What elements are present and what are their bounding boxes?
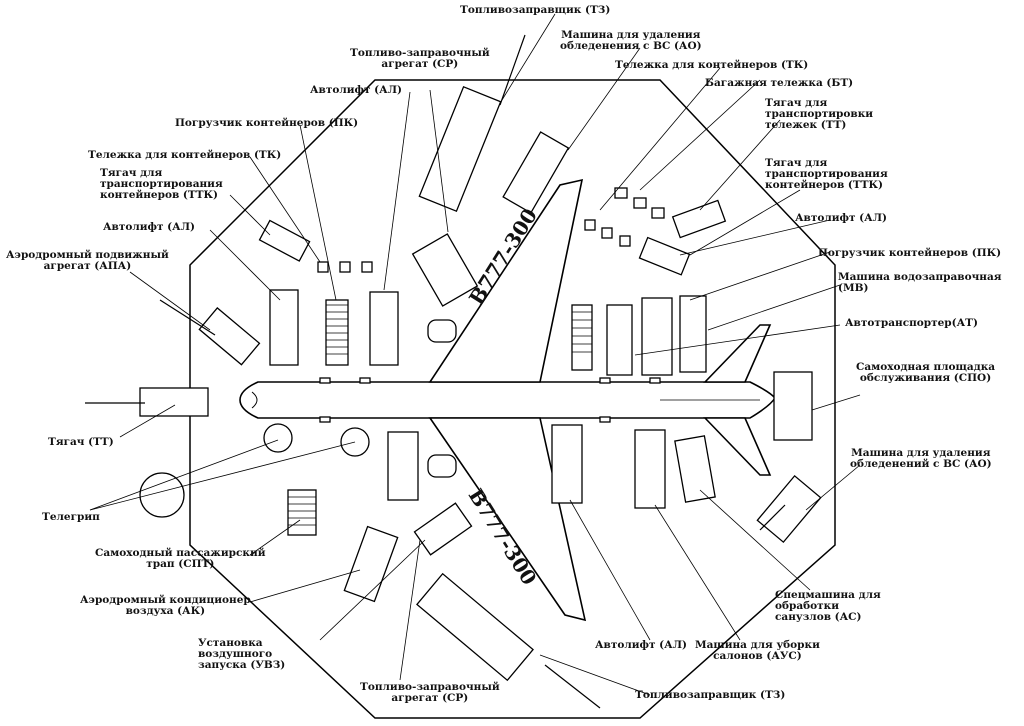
label-at: Автотранспортер(АТ) <box>845 317 978 329</box>
label-pk-top-left: Погрузчик контейнеров (ПК) <box>175 117 359 129</box>
aircraft-wing-top <box>428 178 584 383</box>
vehicle-ttk-left <box>258 219 311 262</box>
vehicle-al-left <box>269 289 299 366</box>
label-bt: Багажная тележка (БТ) <box>705 77 854 89</box>
label-telegrip: Телегрип <box>42 511 100 523</box>
label-mv: Машина водозаправочная (МВ) <box>838 271 1002 294</box>
vehicle-pk-left-rollers <box>326 304 348 355</box>
aircraft-wing-bottom <box>428 417 587 622</box>
aircraft-cockpit <box>251 391 258 409</box>
vehicle-apa <box>198 307 261 366</box>
vehicle-mv <box>679 295 707 373</box>
vehicle-ao-top <box>502 131 570 214</box>
vehicle-ttk-right <box>638 236 691 276</box>
label-tt-top-right: Тягач для транспортировки тележек (ТТ) <box>765 97 874 131</box>
vehicle-al-right <box>641 297 673 376</box>
aircraft-stabilizer-top <box>703 324 772 383</box>
vehicle-ouc <box>634 429 666 509</box>
telegrip-reel-3 <box>139 472 185 518</box>
label-sr-bottom: Топливо-заправочный агрегат (СР) <box>360 681 500 704</box>
vehicle-pk-right-rollers <box>572 311 592 353</box>
vehicle-tk-left-train <box>317 261 373 273</box>
label-uvz: Установка воздушного запуска (УВЗ) <box>198 637 286 671</box>
label-ttk-right: Тягач для транспортирования контейнеров … <box>765 157 888 191</box>
vehicle-tk-right-train <box>584 219 631 247</box>
engine-top <box>427 319 457 343</box>
label-spo: Самоходная площадка обслуживания (СПО) <box>856 361 996 384</box>
vehicle-spt <box>387 431 419 501</box>
label-as: Спецмашина для обработки санузлов (АС) <box>775 589 881 623</box>
label-sr-top: Топливо-заправочный агрегат (СР) <box>350 47 490 70</box>
arrow-lines <box>85 34 786 709</box>
vehicle-ao-right <box>756 474 822 544</box>
label-al-right: Автолифт (АЛ) <box>795 212 887 224</box>
vehicle-spo <box>773 371 813 441</box>
label-apa: Аэродромный подвижный агрегат (АПА) <box>6 249 169 272</box>
vehicle-bt-train <box>614 187 665 219</box>
vehicle-pk-left <box>325 299 349 366</box>
label-tk-left: Тележка для контейнеров (ТК) <box>88 149 282 161</box>
label-tz-bottom: Топливозаправщик (ТЗ) <box>635 689 786 701</box>
label-ao-right: Машина для удаления обледенений с ВС (АО… <box>850 447 992 470</box>
vehicle-at <box>606 304 633 376</box>
vehicle-sr-bottom-tz <box>416 572 534 682</box>
fuselage-doors <box>319 377 661 423</box>
vehicle-stairs-steps <box>288 496 316 526</box>
vehicle-stairs <box>287 489 317 536</box>
telegrip-reel-1 <box>263 423 293 453</box>
label-spt: Самоходный пассажирский трап (СПТ) <box>95 547 266 570</box>
label-tk-top-right: Тележка для контейнеров (ТК) <box>615 59 809 71</box>
vehicle-tz-top <box>418 85 502 213</box>
vehicle-uvz <box>413 502 473 556</box>
vehicle-ak <box>343 525 399 603</box>
vehicle-sr-top <box>411 233 479 307</box>
label-ouc: Машина для уборки салонов (АУС) <box>695 639 820 662</box>
vehicle-tt-left <box>139 387 209 417</box>
vehicle-tt-right <box>671 199 727 239</box>
aircraft-stabilizer-bottom <box>703 417 772 476</box>
label-tt-left: Тягач (ТТ) <box>48 436 114 448</box>
vehicle-pk-right <box>571 304 593 371</box>
engine-bottom <box>427 454 457 478</box>
leader-lines <box>89 13 861 696</box>
label-al-left: Автолифт (АЛ) <box>103 221 195 233</box>
vehicle-al-left-2 <box>369 291 399 366</box>
vehicle-as <box>674 435 716 503</box>
aircraft-fuselage <box>239 381 776 419</box>
label-ak: Аэродромный кондиционер воздуха (АК) <box>80 594 251 617</box>
label-ttk-left: Тягач для транспортирования контейнеров … <box>100 167 223 201</box>
apron-stand-boundary <box>189 79 836 719</box>
vehicle-al-bottom <box>551 424 583 504</box>
label-al-bottom: Автолифт (АЛ) <box>595 639 687 651</box>
label-ao-top: Машина для удаления обледенения с ВС (АО… <box>560 29 702 52</box>
label-pk-right: Погрузчик контейнеров (ПК) <box>818 247 1002 259</box>
label-al-top: Автолифт (АЛ) <box>310 84 402 96</box>
label-tz-top: Топливозаправщик (ТЗ) <box>460 4 611 16</box>
